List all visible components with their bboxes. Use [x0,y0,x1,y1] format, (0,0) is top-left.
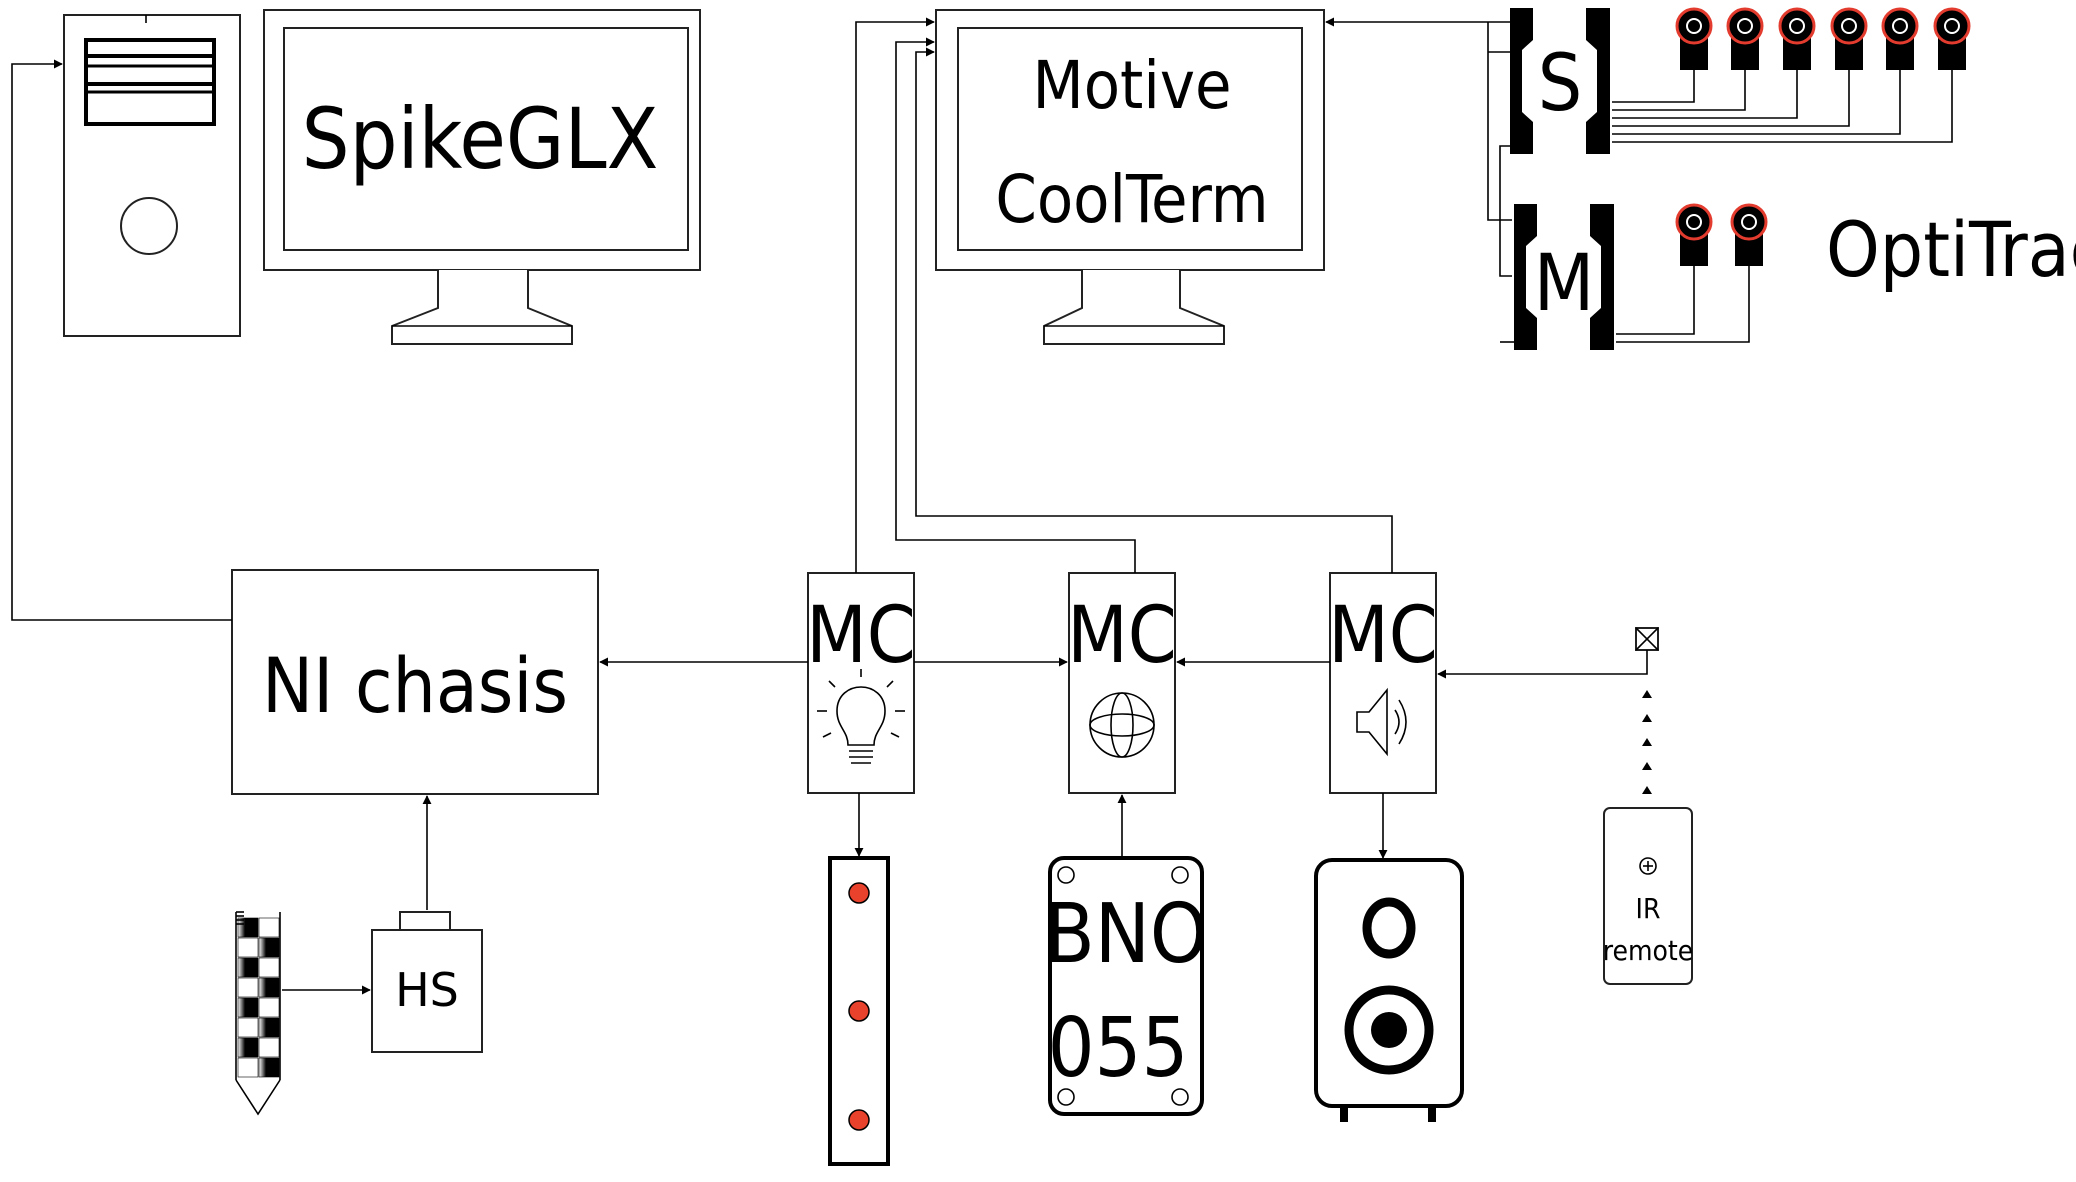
ir-signal-arrow [1642,714,1652,722]
spikeglx-monitor: SpikeGLX [263,9,701,345]
camera-row-top [1612,7,1971,143]
hub-s-label: S [1538,39,1583,129]
optitrack-hub-m: M [1514,204,1614,350]
camera-icon [1675,203,1713,266]
ir-signal-arrow [1642,762,1652,770]
connections [11,17,1648,995]
light-bulb-icon [817,669,905,764]
led-strip [828,856,890,1166]
optitrack-hub-s: S [1510,8,1610,154]
ir-signal-arrows [1642,690,1652,818]
ir-receiver-icon [1635,627,1659,651]
bno055-board: BNO 055 [1044,856,1208,1116]
camera-icon [1675,7,1713,70]
mc-imu-label: MC [1067,591,1177,681]
mc-light-label: MC [806,591,916,681]
ir-signal-arrow [1642,786,1652,794]
camera-icon [1830,7,1868,70]
hub-m-label: M [1534,239,1595,329]
ir-remote-button-icon [1639,857,1657,875]
motive-monitor: Motive CoolTerm [935,9,1325,345]
camera-icon [1933,7,1971,70]
mc-box-audio: MC [1328,572,1438,794]
mc-box-imu: MC [1067,572,1177,794]
power-button-icon [120,197,178,255]
camera-icon [1730,203,1768,266]
gyroscope-icon [1089,692,1155,758]
led-3 [848,1109,870,1131]
motive-label: Motive [1033,47,1232,124]
hs-label: HS [395,963,459,1017]
led-1 [848,882,870,904]
ir-remote-label-1: IR [1636,892,1661,925]
ir-remote: IR remote [1603,807,1694,985]
ir-remote-label-2: remote [1603,934,1694,967]
optitrack-label: OptiTrack [1826,205,2076,294]
speaker-cabinet [1314,858,1464,1122]
speaker-icon [1356,687,1407,757]
pc-tower [63,14,241,337]
camera-row-bottom [1616,203,1768,343]
bno-label-2: 055 [1048,1001,1189,1096]
mc-box-light: MC [806,572,916,794]
camera-icon [1881,7,1919,70]
neural-probe [235,911,281,1116]
ir-signal-arrow [1642,738,1652,746]
ni-chassis-label: NI chasis [262,641,568,730]
headstage: HS [371,911,483,1053]
camera-icon [1726,7,1764,70]
mc-audio-label: MC [1328,591,1438,681]
coolterm-label: CoolTerm [995,161,1268,238]
ni-chassis: NI chasis [231,569,599,795]
bno-label-1: BNO [1044,887,1208,982]
camera-icon [1778,7,1816,70]
ir-signal-arrow [1642,690,1652,698]
led-2 [848,1000,870,1022]
spikeglx-label: SpikeGLX [302,90,659,188]
